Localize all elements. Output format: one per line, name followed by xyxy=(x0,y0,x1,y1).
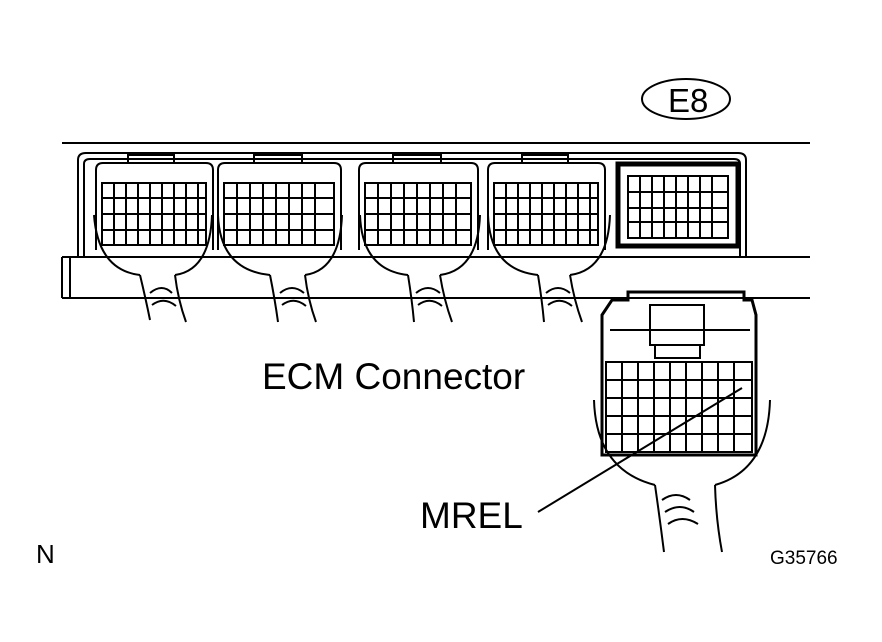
wire-harness-4 xyxy=(487,214,611,323)
wire-harness-1 xyxy=(93,214,213,323)
ecm-socket-4 xyxy=(487,154,606,250)
connector-code-label: E8 xyxy=(668,82,709,119)
connector-title: ECM Connector xyxy=(262,356,526,397)
ecm-socket-1 xyxy=(95,154,214,250)
terminal-label-mrel: MREL xyxy=(420,495,523,536)
figure-code: G35766 xyxy=(770,548,838,569)
ecm-connector-plug xyxy=(593,290,771,553)
ecm-housing xyxy=(61,142,810,299)
orientation-mark: N xyxy=(36,539,55,569)
mrel-leader-line xyxy=(537,387,743,513)
e8-header-socket xyxy=(615,161,741,249)
wire-harness-2 xyxy=(217,214,343,323)
connector-cavity-grid xyxy=(606,362,752,452)
ecm-socket-2 xyxy=(217,154,342,250)
wire-harness-3 xyxy=(359,214,481,323)
e8-label-ellipse xyxy=(641,78,731,120)
ecm-socket-3 xyxy=(358,154,479,250)
